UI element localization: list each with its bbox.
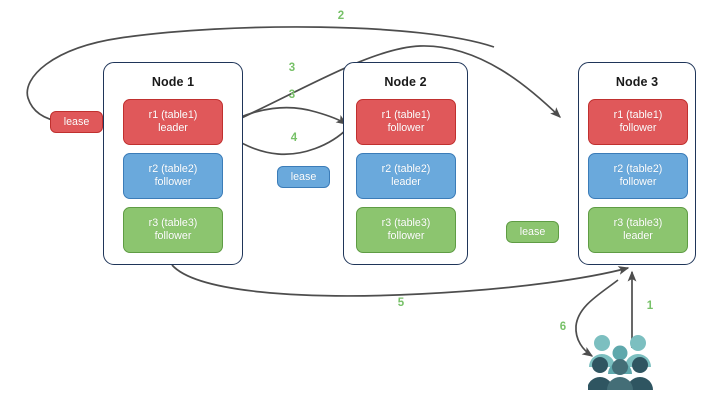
node-title: Node 1 (151, 75, 195, 89)
node-container-3[interactable]: Node 3 r1 (table1) follower r2 (table2) … (578, 62, 696, 265)
replica-name: r2 (table2) (148, 162, 198, 175)
replica-name: r1 (table1) (613, 108, 663, 121)
lease-badge-red[interactable]: lease (50, 111, 103, 133)
replica-name: r3 (table3) (148, 216, 198, 229)
arrow-step-5 (171, 264, 630, 297)
replica-box[interactable]: r3 (table3) leader (588, 207, 688, 253)
replica-box[interactable]: r2 (table2) follower (123, 153, 223, 199)
lease-badge-green[interactable]: lease (506, 221, 559, 243)
replica-name: r1 (table1) (381, 108, 431, 121)
replica-role: follower (619, 122, 657, 134)
replica-box[interactable]: r1 (table1) follower (356, 99, 456, 145)
lease-badge-blue[interactable]: lease (277, 166, 330, 188)
node-container-1[interactable]: Node 1 r1 (table1) leader r2 (table2) fo… (103, 62, 243, 265)
users-icon (588, 335, 653, 390)
replica-box[interactable]: r3 (table3) follower (356, 207, 456, 253)
step-label-2: 2 (337, 10, 345, 22)
replica-role: follower (154, 230, 192, 242)
replica-role: follower (619, 176, 657, 188)
replica-name: r3 (table3) (613, 216, 663, 229)
step-label-4: 4 (290, 132, 298, 144)
node-title: Node 3 (615, 75, 659, 89)
node-title: Node 2 (384, 75, 427, 89)
step-label-6: 6 (559, 321, 567, 333)
replica-role: leader (623, 230, 653, 242)
replica-box[interactable]: r2 (table2) leader (356, 153, 456, 199)
step-label-5: 5 (397, 297, 405, 309)
replica-name: r2 (table2) (613, 162, 663, 175)
replica-name: r3 (table3) (381, 216, 431, 229)
step-label-3-lower: 3 (288, 89, 296, 101)
replica-role: leader (158, 122, 188, 134)
replica-name: r2 (table2) (381, 162, 431, 175)
replica-role: follower (387, 122, 425, 134)
replica-role: follower (154, 176, 192, 188)
node-container-2[interactable]: Node 2 r1 (table1) follower r2 (table2) … (343, 62, 468, 265)
replica-role: leader (391, 176, 421, 188)
replica-box[interactable]: r2 (table2) follower (588, 153, 688, 199)
replica-box[interactable]: r3 (table3) follower (123, 207, 223, 253)
step-label-3-upper: 3 (288, 62, 296, 74)
step-label-1: 1 (646, 300, 654, 312)
replica-box[interactable]: r1 (table1) follower (588, 99, 688, 145)
replica-box[interactable]: r1 (table1) leader (123, 99, 223, 145)
replica-role: follower (387, 230, 425, 242)
replica-name: r1 (table1) (148, 108, 198, 121)
